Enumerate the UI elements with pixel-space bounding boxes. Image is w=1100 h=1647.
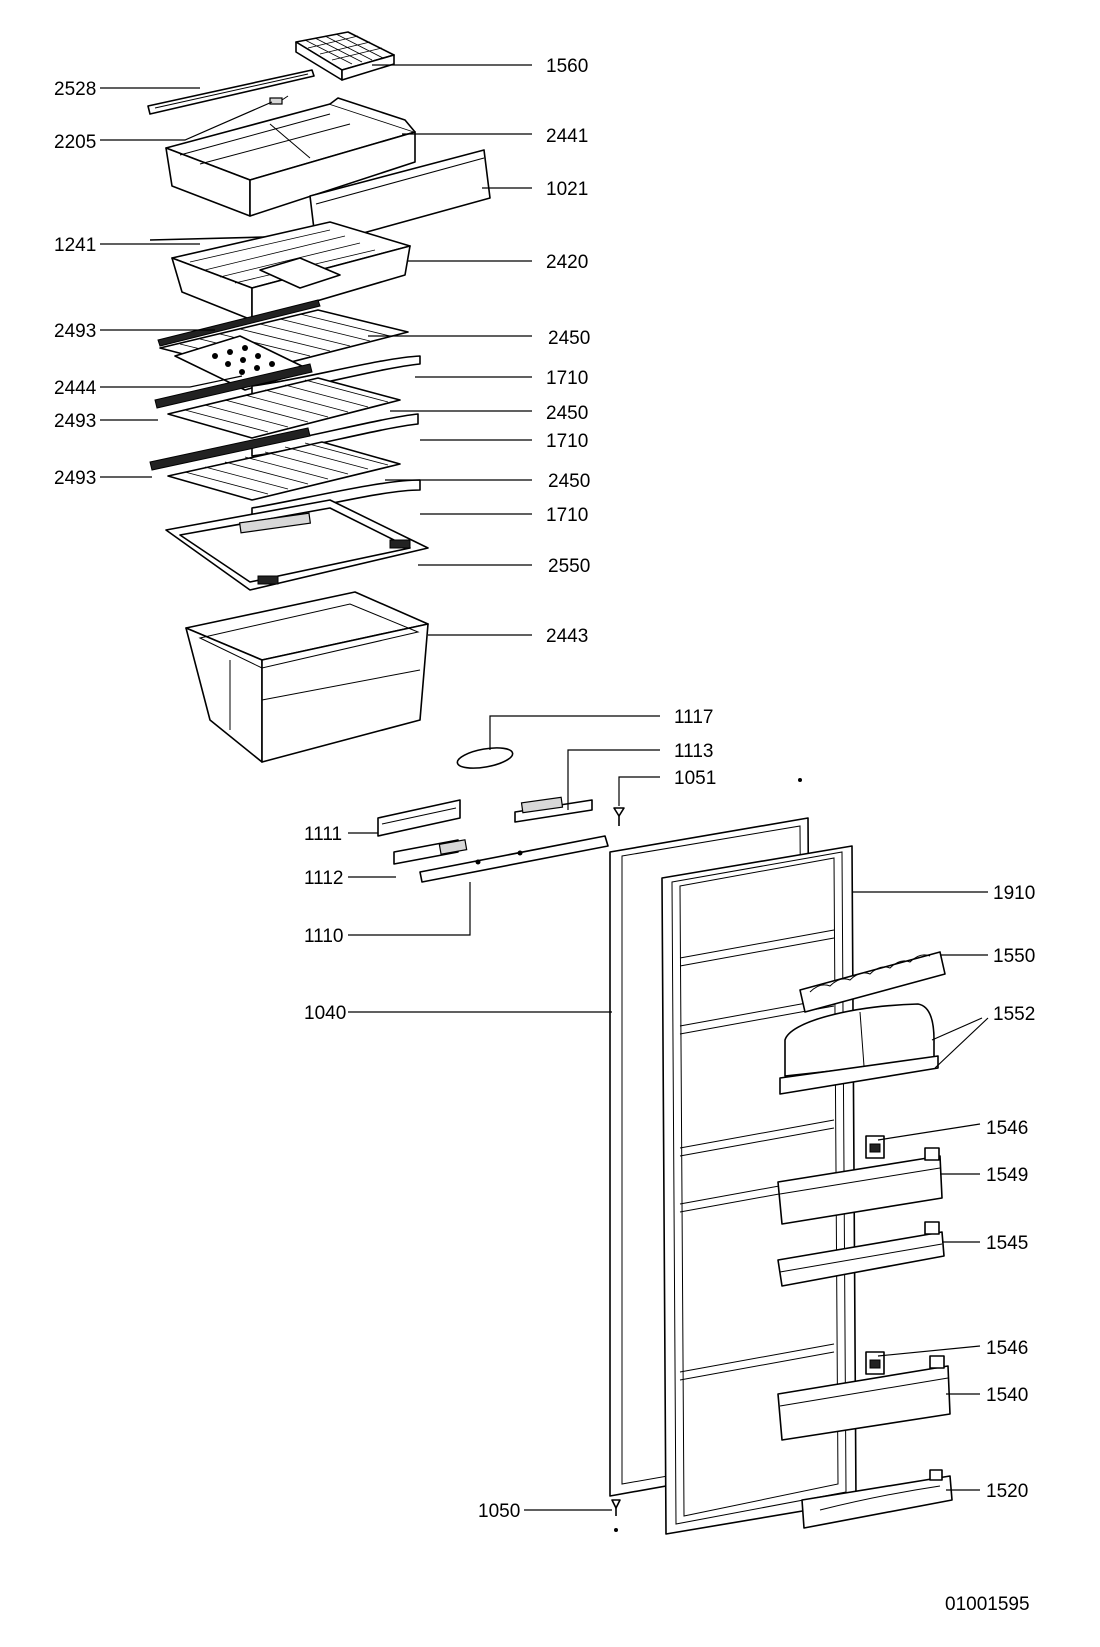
callout-2493-top: 2493 (54, 321, 96, 342)
callout-1550: 1550 (993, 946, 1035, 967)
part-bottle-bin-1520 (801, 1469, 953, 1529)
part-shelf-2 (154, 363, 419, 457)
leader-lines (100, 64, 989, 1511)
part-screw-1050 (611, 1499, 621, 1532)
callout-2493-bottom: 2493 (54, 468, 96, 489)
part-clip-1546a (865, 1135, 885, 1159)
part-clip-2205 (269, 95, 289, 105)
callout-1051: 1051 (674, 768, 716, 789)
callout-1050: 1050 (478, 1501, 520, 1522)
part-hinge-cover (377, 799, 461, 837)
part-ice-tray (295, 31, 395, 81)
callout-1549: 1549 (986, 1165, 1028, 1186)
callout-labels: 2528 1560 2205 2441 1021 1241 2420 2493 … (54, 56, 1035, 1615)
callout-1910: 1910 (993, 883, 1035, 904)
callout-2528: 2528 (54, 79, 96, 100)
part-egg-tray (799, 951, 946, 1013)
callout-1560: 1560 (546, 56, 588, 77)
callout-2550: 2550 (548, 556, 590, 577)
part-hinge-plate (393, 835, 609, 883)
callout-1710-top: 1710 (546, 368, 588, 389)
part-shelf-3 (149, 427, 421, 519)
callout-2444: 2444 (54, 378, 97, 399)
part-screw-1051 (613, 778, 802, 826)
callout-1546-bottom: 1546 (986, 1338, 1028, 1359)
part-shelf-1 (157, 299, 421, 397)
part-door-bin-1540 (777, 1355, 951, 1441)
callout-2450-top: 2450 (548, 328, 590, 349)
callout-1117: 1117 (674, 707, 713, 728)
callout-2441: 2441 (546, 126, 588, 147)
part-crisper-lid (165, 499, 429, 591)
part-door-bin-1545 (777, 1221, 945, 1287)
callout-2450-bottom: 2450 (548, 471, 590, 492)
callout-1113: 1113 (674, 741, 713, 762)
drawing-number: 01001595 (945, 1594, 1030, 1615)
callout-1710-mid: 1710 (546, 431, 588, 452)
part-butter-compartment (779, 1003, 939, 1095)
callout-2450-mid: 2450 (546, 403, 588, 424)
callout-1520: 1520 (986, 1481, 1028, 1502)
callout-2420: 2420 (546, 252, 588, 273)
callout-2443: 2443 (546, 626, 588, 647)
callout-2493-mid: 2493 (54, 411, 96, 432)
callout-1112: 1112 (304, 868, 343, 889)
callout-1540: 1540 (986, 1385, 1028, 1406)
callout-1710-bottom: 1710 (546, 505, 588, 526)
callout-1040: 1040 (304, 1003, 346, 1024)
part-freezer-tray (165, 97, 416, 217)
callout-1110: 1110 (304, 926, 343, 947)
part-clip-1546b (865, 1351, 885, 1375)
part-cover-1117 (456, 747, 514, 769)
callout-1546-top: 1546 (986, 1118, 1028, 1139)
callout-2205: 2205 (54, 132, 96, 153)
part-tray-2420 (171, 221, 411, 321)
callout-1552: 1552 (993, 1004, 1035, 1025)
part-rail-2528 (147, 69, 315, 115)
part-crisper-drawer (185, 591, 429, 763)
callout-1111: 1111 (304, 824, 342, 845)
callout-1545: 1545 (986, 1233, 1028, 1254)
callout-1241: 1241 (54, 235, 96, 256)
part-door-bin-1549 (777, 1147, 943, 1225)
callout-1021: 1021 (546, 179, 588, 200)
part-hinge-1113 (514, 796, 593, 823)
